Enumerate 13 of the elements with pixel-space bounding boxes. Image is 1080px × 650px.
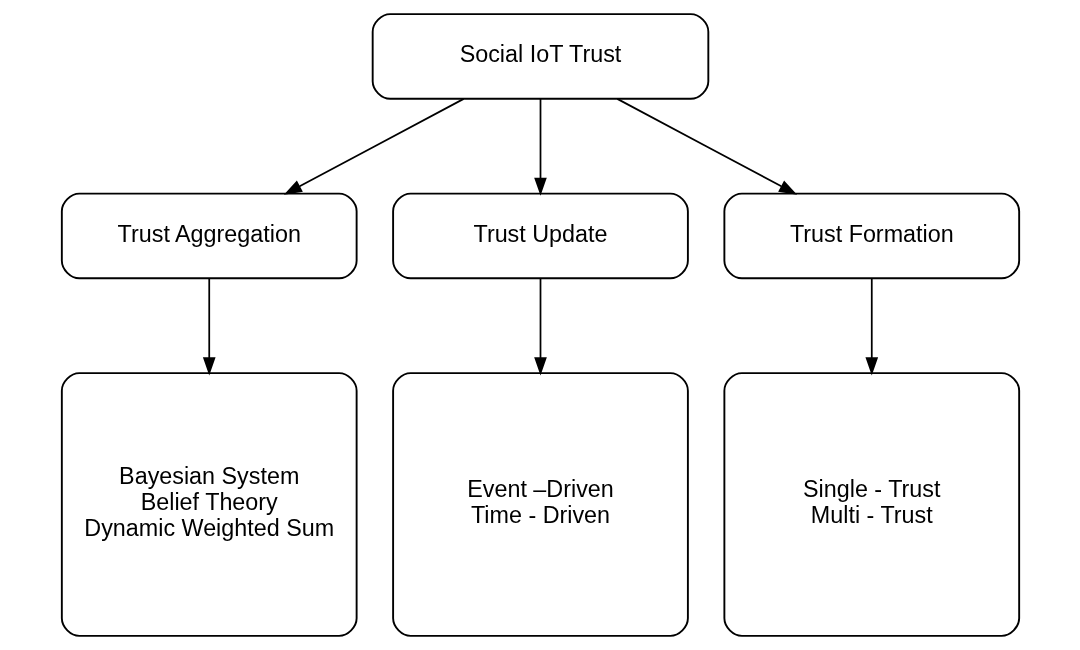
- arrow: [533, 277, 547, 376]
- node-box: Bayesian System Belief Theory Dynamic Weighted Sum: [60, 372, 358, 637]
- arrow: [283, 98, 465, 195]
- node-box: Trust Formation: [722, 192, 1020, 280]
- node-box: Social IoT Trust: [371, 13, 709, 100]
- arrow: [533, 98, 547, 196]
- arrow: [202, 277, 216, 376]
- arrow: [864, 277, 878, 376]
- node-box: Event –Driven Time - Driven: [391, 372, 689, 637]
- node-box: Single - Trust Multi - Trust: [722, 372, 1020, 637]
- node-box: Trust Update: [391, 192, 689, 280]
- node-box: Trust Aggregation: [60, 192, 358, 280]
- arrow: [615, 98, 797, 195]
